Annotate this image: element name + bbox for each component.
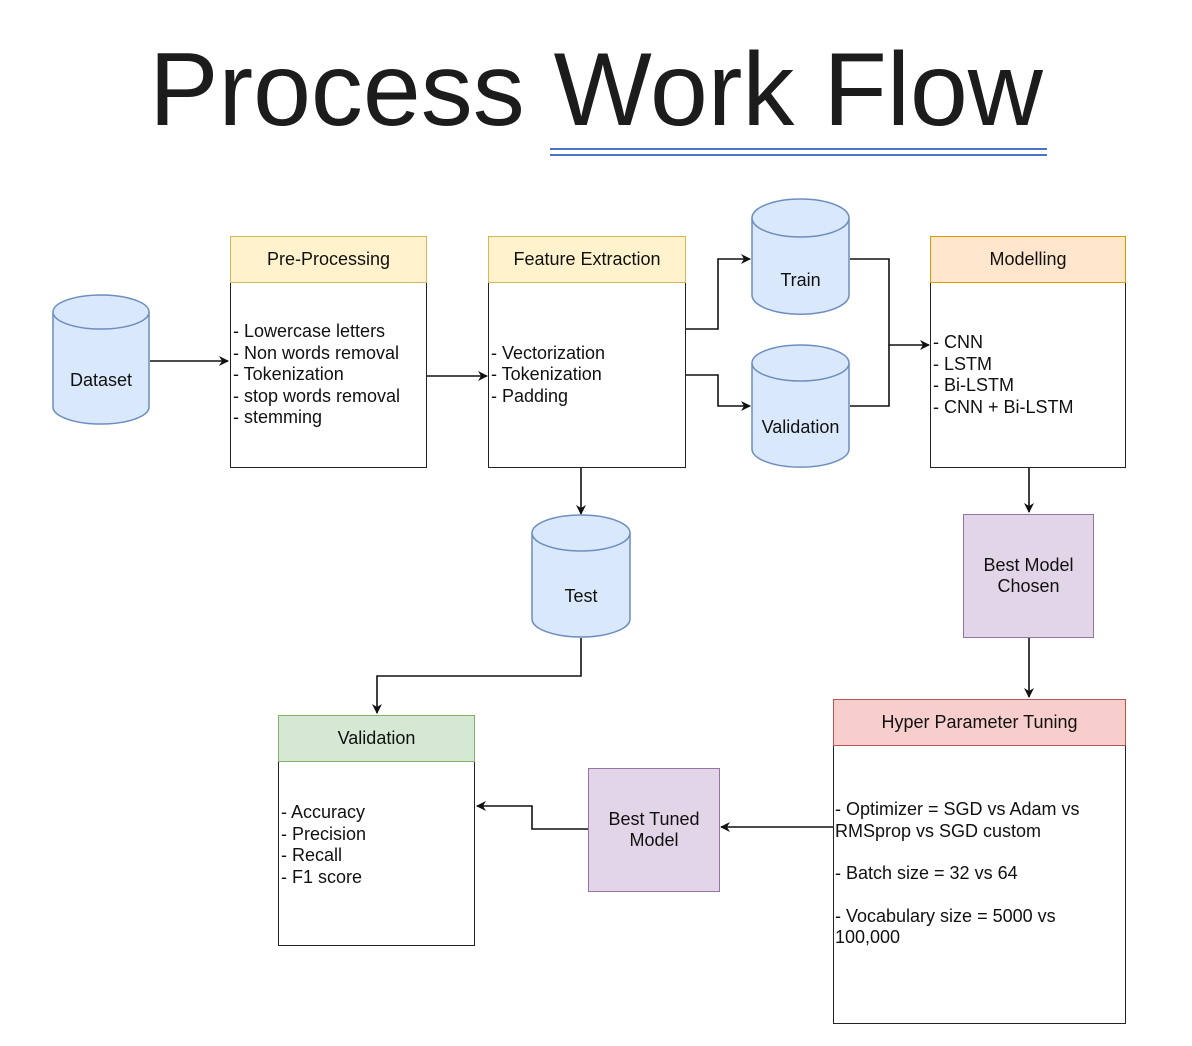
list-item: - Accuracy [281, 802, 366, 822]
line-train-to-modelling [850, 258, 930, 350]
train-label: Train [780, 270, 821, 290]
arrow-test-to-validation [372, 638, 582, 714]
feature-extraction-body: - Vectorization - Tokenization - Padding [488, 283, 686, 468]
best-tuned-line-1: Best Tuned [608, 808, 700, 829]
list-item: - CNN + Bi-LSTM [933, 396, 1074, 417]
test-label: Test [564, 586, 598, 606]
tuning-vocab-1: - Vocabulary size = 5000 vs [835, 905, 1056, 926]
list-item: - Precision [281, 823, 367, 844]
tuning-batch: - Batch size = 32 vs 64 [835, 863, 1018, 883]
train-cylinder: Train [751, 198, 850, 315]
dataset-cylinder: Dataset [52, 294, 150, 425]
list-item: - LSTM [933, 353, 993, 374]
list-item: - F1 score [281, 866, 363, 887]
list-item: - Padding [491, 385, 569, 406]
tuning-header: Hyper Parameter Tuning [833, 699, 1126, 746]
test-cylinder: Test [531, 514, 631, 638]
feature-extraction-header: Feature Extraction [488, 236, 686, 283]
arrow-feature-to-validation [686, 374, 751, 411]
arrow-feature-to-train [686, 254, 751, 330]
tuning-optimizer-2: RMSprop vs SGD custom [835, 820, 1042, 841]
best-model-chosen-box: Best Model Chosen [963, 514, 1094, 638]
preprocessing-header-label: Pre-Processing [266, 249, 391, 269]
database-icon [531, 514, 631, 638]
validation-cylinder-label: Validation [761, 417, 840, 437]
title-process: Process [149, 32, 525, 148]
tuning-optimizer-1: - Optimizer = SGD vs Adam vs [835, 799, 1080, 819]
validation-body: - Accuracy - Precision - Recall - F1 sco… [278, 762, 475, 946]
tuning-vocab-2: 100,000 [835, 927, 901, 947]
best-tuned-line-2: Model [629, 830, 679, 850]
validation-cylinder: Validation [751, 344, 850, 468]
line-validation-to-modelling [850, 345, 890, 407]
preprocessing-header: Pre-Processing [230, 236, 427, 283]
list-item: - stop words removal [233, 385, 401, 406]
modelling-header-label: Modelling [989, 249, 1067, 269]
best-tuned-model-box: Best Tuned Model [588, 768, 720, 892]
database-icon [751, 344, 850, 468]
list-item: - Tokenization [491, 364, 602, 385]
validation-header: Validation [278, 715, 475, 762]
list-item: - stemming [233, 407, 323, 428]
tuning-body: - Optimizer = SGD vs Adam vs RMSprop vs … [833, 746, 1126, 1024]
modelling-header: Modelling [930, 236, 1126, 283]
modelling-body: - CNN - LSTM - Bi-LSTM - CNN + Bi-LSTM [930, 283, 1126, 468]
feature-extraction-header-label: Feature Extraction [513, 249, 661, 269]
list-item: - Vectorization [491, 342, 606, 363]
validation-header-label: Validation [337, 728, 416, 748]
page-title: Process Work Flow [0, 30, 1192, 150]
database-icon [52, 294, 150, 425]
dataset-label: Dataset [69, 370, 133, 390]
list-item: - CNN [933, 332, 983, 352]
list-item: - Non words removal [233, 342, 400, 363]
list-item: - Tokenization [233, 364, 344, 385]
best-model-line-2: Chosen [997, 576, 1060, 596]
list-item: - Bi-LSTM [933, 375, 1014, 395]
title-work-flow: Work Flow [553, 32, 1043, 148]
arrow-best-tuned-to-validation [476, 801, 588, 830]
list-item: - Lowercase letters [233, 321, 386, 342]
tuning-header-label: Hyper Parameter Tuning [881, 712, 1078, 732]
list-item: - Recall [281, 845, 343, 865]
preprocessing-body: - Lowercase letters - Non words removal … [230, 283, 427, 468]
best-model-line-1: Best Model [983, 554, 1074, 575]
database-icon [751, 198, 850, 315]
